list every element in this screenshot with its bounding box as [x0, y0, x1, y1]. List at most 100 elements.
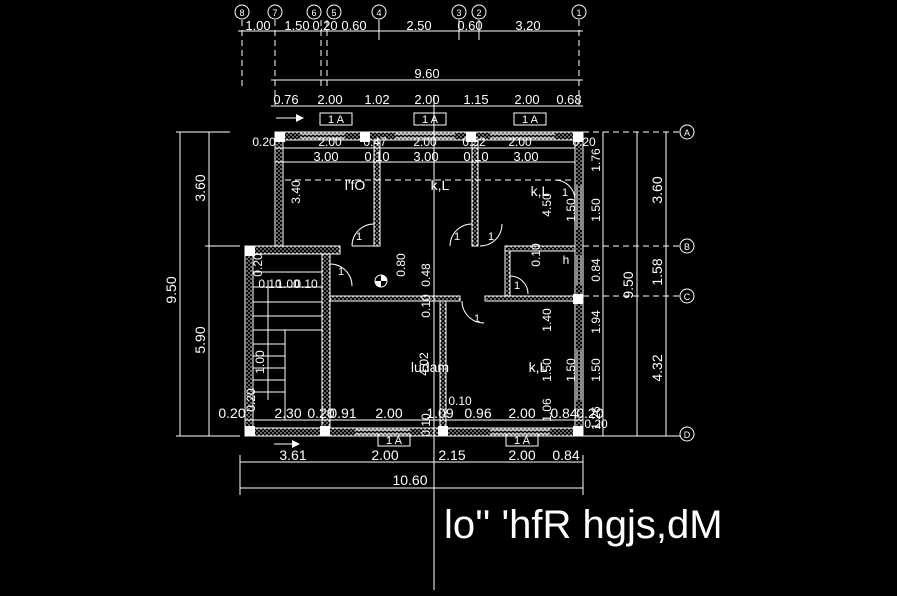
svg-text:0.60: 0.60 — [457, 18, 482, 33]
column-marker — [374, 274, 388, 288]
svg-text:4: 4 — [376, 8, 381, 18]
top-dimension-row-1: 1.00 1.50 0.20 0.60 2.50 0.60 3.20 — [238, 18, 583, 33]
svg-text:1: 1 — [454, 231, 460, 243]
svg-text:0.96: 0.96 — [464, 405, 491, 421]
svg-text:0.10: 0.10 — [448, 394, 472, 408]
svg-text:2.15: 2.15 — [438, 447, 465, 463]
grid-bubble: 4 — [371, 4, 387, 20]
svg-text:0.20: 0.20 — [218, 405, 245, 421]
svg-text:B: B — [684, 242, 690, 252]
top-grid-bubbles: 8 7 6 5 4 3 2 1 — [234, 4, 587, 20]
right-inner-dimensions: 1.76 4.50 1.50 0.84 1.94 1.50 1.26 1.40 … — [540, 132, 608, 436]
svg-text:2.00: 2.00 — [371, 447, 398, 463]
grid-bubble: 1 — [571, 4, 587, 20]
right-dimensions: 9.50 3.60 1.58 4.32 — [583, 131, 680, 437]
svg-text:1 A: 1 A — [514, 435, 531, 447]
svg-text:0.20: 0.20 — [307, 405, 334, 421]
grid-bubble: 5 — [326, 4, 342, 20]
svg-text:5: 5 — [331, 8, 336, 18]
svg-text:C: C — [684, 292, 691, 302]
svg-text:1.40: 1.40 — [540, 308, 554, 332]
grid-bubble: A — [679, 124, 695, 140]
svg-text:2.00: 2.00 — [318, 135, 342, 149]
svg-text:1.50: 1.50 — [284, 18, 309, 33]
svg-text:0.48: 0.48 — [419, 263, 433, 287]
bottom-inner-dimensions: 0.20 2.30 0.20 0.91 2.00 1.09 0.96 2.00 … — [218, 405, 603, 421]
svg-text:6: 6 — [311, 8, 316, 18]
svg-text:0.20: 0.20 — [584, 417, 608, 431]
svg-text:1.00: 1.00 — [245, 18, 270, 33]
svg-text:1: 1 — [338, 266, 344, 278]
svg-text:9.50: 9.50 — [620, 271, 636, 298]
svg-text:A: A — [684, 128, 690, 138]
svg-text:0.47: 0.47 — [363, 135, 387, 149]
svg-text:2.00: 2.00 — [414, 92, 439, 107]
grid-bubble: D — [679, 426, 695, 442]
room-label: h — [563, 253, 570, 267]
svg-text:0.20: 0.20 — [252, 135, 276, 149]
svg-text:0.84: 0.84 — [550, 405, 577, 421]
svg-text:0.20: 0.20 — [244, 388, 258, 412]
room-label: ludam — [411, 359, 449, 375]
staircase — [253, 271, 322, 420]
svg-text:0.10: 0.10 — [364, 149, 389, 164]
svg-text:0.20: 0.20 — [312, 18, 337, 33]
svg-text:2.00: 2.00 — [413, 135, 437, 149]
svg-text:0.10: 0.10 — [463, 149, 488, 164]
svg-text:1.50: 1.50 — [589, 198, 603, 222]
svg-text:1.09: 1.09 — [426, 405, 453, 421]
svg-text:4.50: 4.50 — [540, 193, 554, 217]
svg-text:0.76: 0.76 — [273, 92, 298, 107]
svg-text:0.10: 0.10 — [419, 413, 433, 437]
svg-text:0.10: 0.10 — [419, 294, 433, 318]
section-marker-bottom — [274, 440, 300, 448]
svg-text:2.50: 2.50 — [406, 18, 431, 33]
svg-text:9.60: 9.60 — [414, 66, 439, 81]
room-label: k,L — [531, 183, 550, 199]
svg-text:3.60: 3.60 — [649, 176, 665, 203]
room-label: k,L — [431, 177, 450, 193]
svg-text:3.40: 3.40 — [289, 180, 303, 204]
svg-text:1.15: 1.15 — [463, 92, 488, 107]
plan-title: lo'' 'hfR hgjs,dM — [444, 503, 723, 547]
svg-text:2.00: 2.00 — [514, 92, 539, 107]
svg-text:4.02: 4.02 — [417, 352, 431, 376]
grid-bubble: 2 — [471, 4, 487, 20]
bottom-total-dimension: 10.60 — [239, 455, 584, 495]
svg-text:1 A: 1 A — [386, 435, 403, 447]
top-inner-dimensions: 0.20 2.00 0.47 2.00 0.52 2.00 0.20 3.00 … — [252, 135, 596, 164]
svg-text:0.20: 0.20 — [572, 135, 596, 149]
bottom-window-tags: 1 A 1 A — [377, 433, 539, 447]
svg-text:0.20: 0.20 — [576, 405, 603, 421]
svg-text:3.00: 3.00 — [313, 149, 338, 164]
svg-text:1: 1 — [514, 280, 520, 292]
svg-text:1: 1 — [356, 231, 362, 243]
svg-text:3.60: 3.60 — [192, 174, 208, 201]
svg-text:4.32: 4.32 — [649, 354, 665, 381]
svg-text:2.00: 2.00 — [375, 405, 402, 421]
left-dimensions: 9.50 3.60 5.90 — [163, 131, 240, 437]
svg-text:9.50: 9.50 — [163, 276, 179, 303]
grid-bubble: 6 — [306, 4, 322, 20]
svg-text:1 A: 1 A — [328, 114, 345, 126]
svg-text:0.80: 0.80 — [394, 253, 408, 277]
svg-text:2.00: 2.00 — [508, 135, 532, 149]
grid-bubble: 3 — [451, 4, 467, 20]
building-walls — [244, 131, 584, 437]
svg-text:0.10: 0.10 — [294, 277, 318, 291]
svg-text:5.90: 5.90 — [192, 326, 208, 353]
svg-text:1: 1 — [488, 231, 494, 243]
grid-bubble: C — [679, 288, 695, 304]
svg-text:2.00: 2.00 — [317, 92, 342, 107]
svg-text:1 A: 1 A — [422, 114, 439, 126]
svg-text:1.02: 1.02 — [364, 92, 389, 107]
svg-text:1: 1 — [562, 187, 568, 199]
grid-bubble: 7 — [267, 4, 283, 20]
grid-bubble: 8 — [234, 4, 250, 20]
svg-text:1: 1 — [576, 8, 581, 18]
svg-text:10.60: 10.60 — [392, 472, 427, 488]
door-swings: 1 1 1 1 1 1 1 — [329, 179, 576, 325]
svg-text:3.00: 3.00 — [413, 149, 438, 164]
grid-bubble: B — [679, 238, 695, 254]
